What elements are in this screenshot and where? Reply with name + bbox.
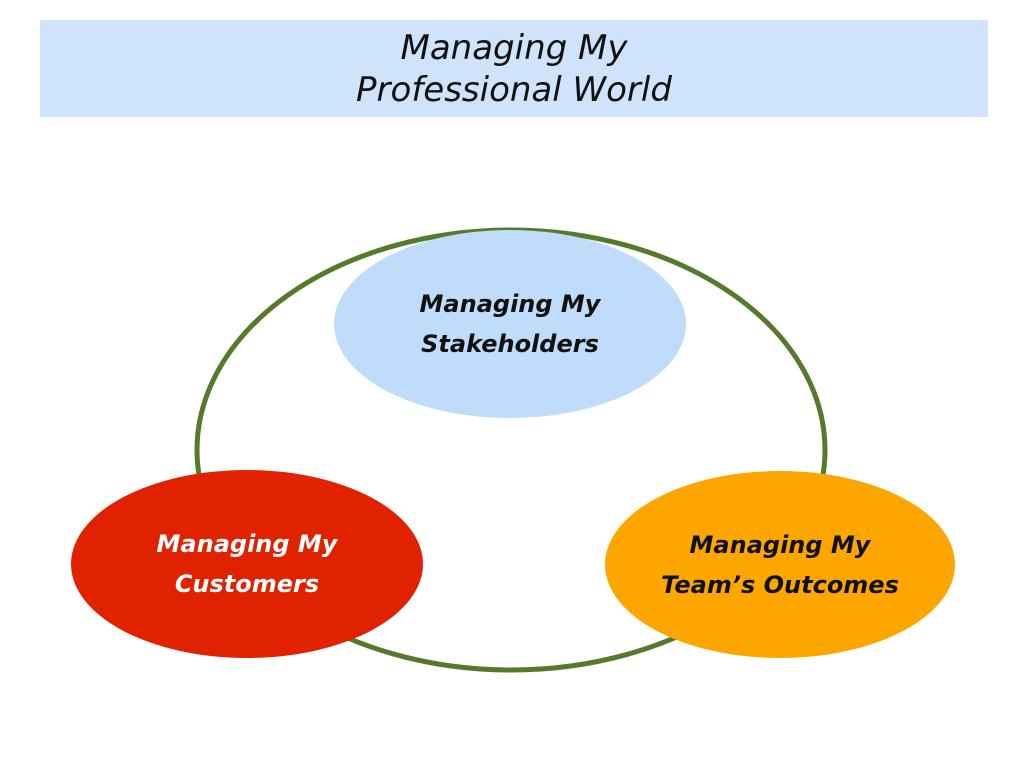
customers-node: Managing My Customers — [71, 470, 423, 658]
title-line-2: Professional World — [356, 69, 672, 110]
title-line-1: Managing My — [400, 27, 628, 68]
stakeholders-node: Managing My Stakeholders — [334, 230, 686, 418]
stakeholders-label-line-1: Managing My — [419, 290, 601, 318]
team-outcomes-label-line-2: Team’s Outcomes — [661, 570, 899, 599]
customers-label-line-2: Customers — [174, 570, 320, 598]
team-outcomes-node: Managing My Team’s Outcomes — [605, 471, 955, 658]
title-banner: Managing My Professional World — [40, 20, 988, 117]
team-outcomes-label-line-1: Managing My — [689, 530, 871, 559]
stakeholders-label-line-2: Stakeholders — [421, 330, 599, 358]
customers-label-line-1: Managing My — [156, 530, 338, 558]
